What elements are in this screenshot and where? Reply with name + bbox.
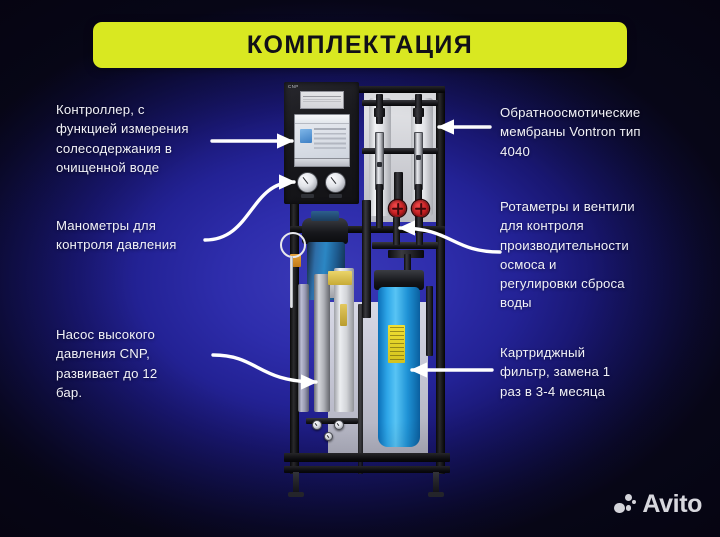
avito-watermark: Avito [614, 492, 702, 517]
pipe-filter-outlet [426, 286, 433, 356]
bottom-valve-knob-c [324, 432, 333, 441]
avito-dot-tiny [632, 500, 637, 504]
avito-dot-small [625, 505, 632, 511]
frame-post-right [436, 86, 445, 474]
pipe-manifold-mid [362, 148, 438, 154]
display-header-bar [295, 115, 349, 125]
sticker-text-lines [303, 94, 341, 106]
page-title: КОМПЛЕКТАЦИЯ [246, 30, 474, 59]
cabinet-brand-logo: CNP [288, 84, 299, 89]
foot-left [293, 472, 299, 494]
avito-wordmark: Avito [642, 490, 702, 518]
callout-membranes: Обратноосмотические мембраны Vontron тип… [500, 105, 641, 159]
cartridge-filter-housing [378, 287, 420, 447]
valve-handwheel-left[interactable] [389, 200, 406, 217]
frame-rail-base [284, 466, 450, 473]
pipe-manifold-top [362, 100, 438, 106]
foot-right [433, 472, 439, 494]
callout-controller: Контроллер, с функцией измерения солесод… [56, 102, 189, 175]
prefilter-cylinder-steel [314, 274, 330, 412]
callout-pump: Насос высокого давления CNP, развивает д… [56, 327, 158, 400]
callout-cartridge: Картриджный фильтр, замена 1 раз в 3-4 м… [500, 345, 611, 399]
pipe-main-riser [362, 200, 371, 318]
title-banner: КОМПЛЕКТАЦИЯ [93, 22, 627, 68]
callout-rotameters: Ротаметры и вентили для контроля произво… [500, 199, 635, 311]
pump-head [302, 218, 348, 244]
cartridge-filter-label [388, 325, 405, 363]
pump-motor-cap [311, 211, 339, 221]
prefilter-cylinder-steel-2 [298, 284, 309, 412]
pipe-union-a [374, 108, 385, 117]
avito-dots-icon [614, 494, 637, 515]
bottom-valve-knob-a [312, 420, 322, 430]
avito-dot-large [614, 502, 625, 513]
frame-rail-bottom [284, 453, 450, 462]
pipe-valve-stem-left [393, 217, 400, 245]
pipe-union-b [413, 108, 424, 117]
rotameter-right [414, 132, 423, 190]
display-readout-rows [314, 127, 346, 152]
tubing-coil [280, 232, 306, 258]
avito-dot-medium [624, 494, 632, 501]
rotameter-left [375, 132, 384, 190]
pressure-gauge-right [325, 172, 346, 193]
accessory-strip [340, 304, 347, 326]
controller-display[interactable] [294, 114, 350, 159]
accessory-block [328, 271, 352, 285]
valve-handwheel-right[interactable] [412, 200, 429, 217]
callout-manometers: Манометры для контроля давления [56, 218, 177, 253]
pressure-gauge-left [297, 172, 318, 193]
product-photo-reverse-osmosis-unit: CNP [276, 72, 452, 504]
bottom-valve-knob-b [334, 420, 344, 430]
tubing-run [290, 256, 293, 308]
pipe-lower-manifold [372, 242, 438, 249]
gauge-tag-right [329, 194, 342, 198]
cabinet-spec-sticker [300, 91, 344, 109]
foot-pad-right [428, 492, 444, 497]
frame-post-mid [358, 304, 363, 474]
cartridge-label-lines [389, 327, 404, 361]
foot-pad-left [288, 492, 304, 497]
pipe-valve-stem-right [416, 217, 423, 245]
display-graphic [299, 128, 312, 144]
pipe-riser-c [376, 184, 383, 228]
prefilter-cylinder-white [334, 268, 354, 412]
rotameter-float-left [377, 162, 382, 168]
gauge-tag-left [301, 194, 314, 198]
rotameter-float-right [416, 155, 421, 161]
display-bezel-foot [294, 159, 350, 167]
pipe-elbow-mid [394, 172, 403, 202]
